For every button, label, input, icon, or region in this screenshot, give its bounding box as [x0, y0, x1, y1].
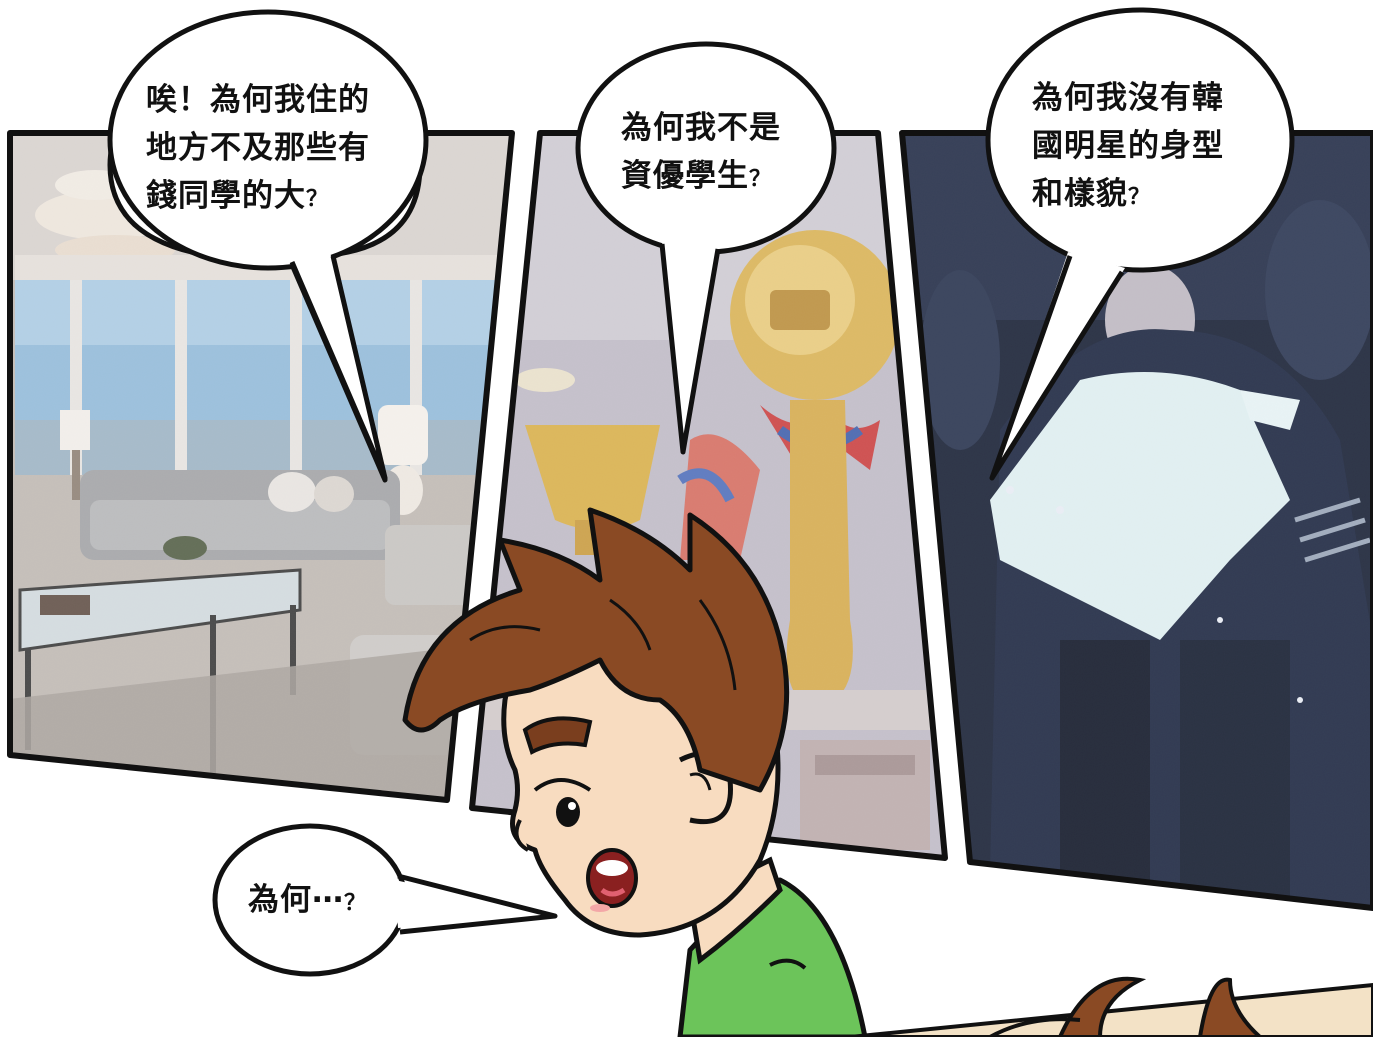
bubble-idol-line3: 和樣貌？: [1032, 170, 1224, 222]
bubble-trophy-line2-text: 資優學生: [621, 158, 749, 194]
bubble-trophy-line2: 資優學生？: [621, 152, 781, 204]
bubble-boy-text: 為何⋯？: [248, 876, 367, 928]
bubble-idol-mark: ？: [1128, 185, 1152, 210]
bubble-idol-line3-text: 和樣貌: [1032, 176, 1128, 212]
bubble-living-room-line2: 地方不及那些有: [146, 130, 370, 166]
bubble-boy-mark: ？: [344, 891, 368, 916]
bubble-living-room-mark: ？: [306, 187, 330, 212]
next-panel-peek: [849, 976, 1373, 1037]
speech-bubble-living-room: [107, 9, 429, 483]
bubble-idol-line2: 國明星的身型: [1032, 128, 1224, 164]
bubble-living-room-line3-text: 錢同學的大: [146, 178, 306, 214]
bubble-trophy-text: 為何我不是 資優學生？: [621, 104, 781, 204]
speech-bubble-trophy: [575, 41, 837, 455]
bubble-boy-line: 為何⋯: [248, 882, 344, 918]
speech-bubble-idol: [985, 7, 1295, 481]
bubble-trophy-mark: ？: [749, 167, 773, 192]
speech-bubble-boy: [212, 823, 558, 977]
bubble-living-room-line3: 錢同學的大？: [146, 172, 370, 224]
bubble-living-room-text: 唉！為何我住的 地方不及那些有 錢同學的大？: [146, 76, 370, 224]
boy-character: [402, 507, 868, 1037]
bubble-trophy-line1: 為何我不是: [621, 110, 781, 146]
bubble-idol-text: 為何我沒有韓 國明星的身型 和樣貌？: [1032, 74, 1224, 222]
bubble-living-room-line1: 唉！為何我住的: [146, 82, 370, 118]
bubble-idol-line1: 為何我沒有韓: [1032, 80, 1224, 116]
